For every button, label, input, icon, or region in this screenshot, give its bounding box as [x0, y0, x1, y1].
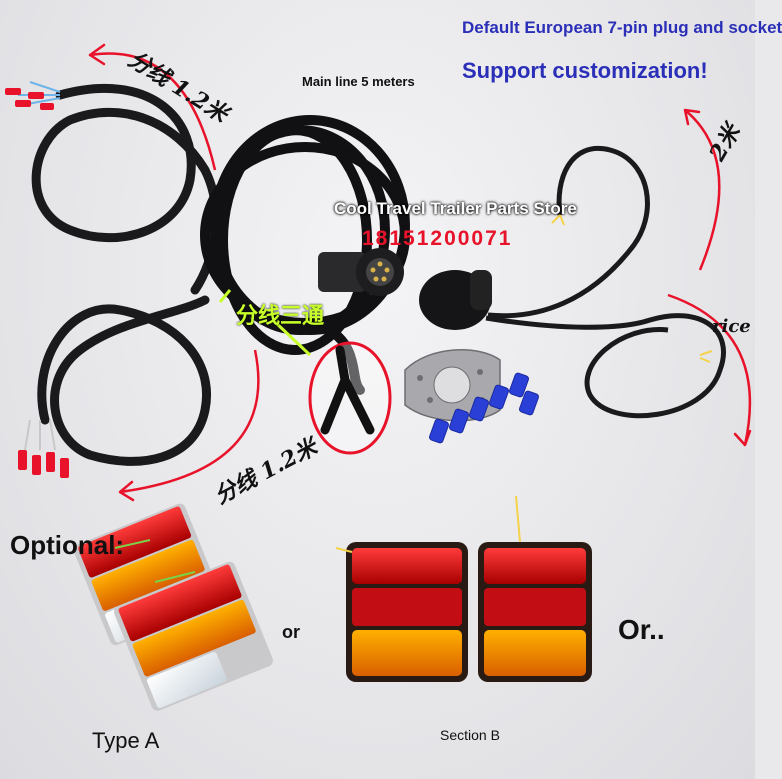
dimension-arrows — [88, 43, 752, 502]
left-branch-cables — [31, 83, 221, 466]
store-phone: 18151200071 — [362, 227, 513, 250]
arrow-bottom-right — [667, 293, 752, 446]
or-more-label: Or.. — [618, 614, 665, 645]
type-a-label: Type A — [92, 728, 160, 753]
arrow-top-right — [684, 109, 721, 271]
seven-pin-socket — [419, 145, 726, 419]
arrow-bottom-left — [119, 349, 260, 494]
right-mid-label: rice — [712, 316, 751, 337]
seven-pin-plug — [318, 248, 404, 296]
type-a-tail-lights — [73, 503, 273, 711]
section-b-tail-lights — [335, 495, 592, 682]
section-b-label: Section B — [440, 727, 500, 743]
tee-junction-label: 分线三通 — [236, 303, 325, 328]
customization-note: Support customization! — [462, 58, 708, 83]
store-watermark: Cool Travel Trailer Parts Store — [334, 199, 577, 218]
optional-label: Optional: — [10, 530, 125, 560]
main-line-label: Main line 5 meters — [302, 74, 415, 89]
left-wire-ends — [5, 81, 69, 478]
tee-junction-highlight — [218, 289, 392, 455]
arrow-top-left — [89, 52, 217, 171]
default-plug-note: Default European 7-pin plug and socket — [462, 18, 782, 37]
or-label: or — [282, 622, 300, 642]
trailer-wiring-kit-illustration — [5, 43, 752, 711]
blue-tap-connectors — [429, 372, 539, 444]
main-line-coil — [200, 115, 410, 395]
